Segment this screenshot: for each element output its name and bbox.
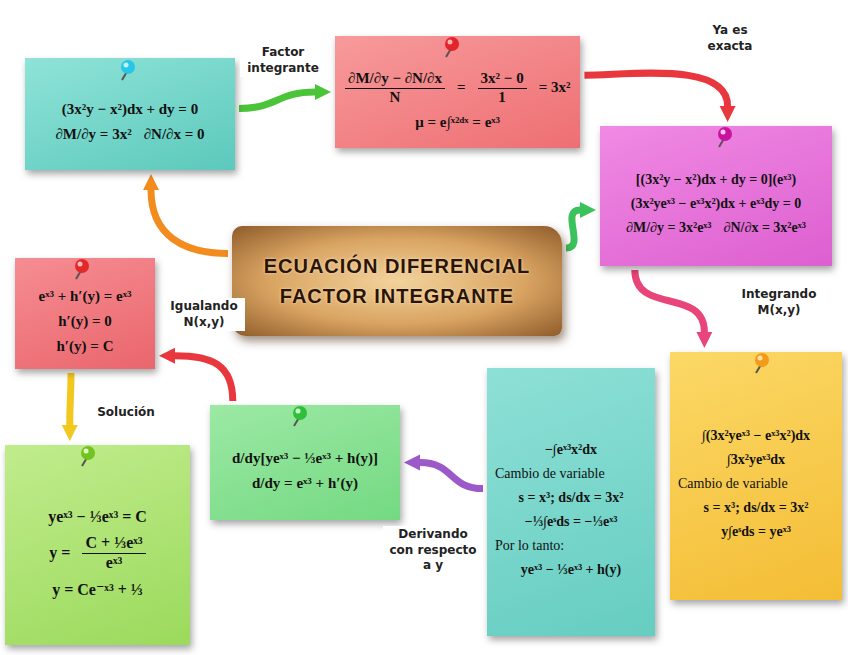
formula-text: μ = e∫ˣ²ᵈˣ = eˣ³	[415, 114, 500, 131]
text-row: s = x³; ds/dx = 3x²	[495, 490, 647, 506]
text-row: −∫eˣ³x²dx	[495, 442, 647, 458]
formula-text: ∂N/∂x = 3x²eˣ³	[724, 220, 806, 236]
text-row: μ = e∫ˣ²ᵈˣ = eˣ³	[345, 114, 570, 131]
formula-text: ∂M/∂y − ∂N/∂x	[345, 70, 445, 89]
flow-arrow	[175, 356, 233, 401]
push-pin	[445, 37, 459, 57]
formula-text: d/dy = eˣ³ + h′(y)	[252, 475, 358, 492]
text-row: (3x²y − x²)dx + dy = 0	[35, 101, 225, 118]
text-row: Por lo tanto:	[495, 538, 647, 554]
arrow-label: Ya es exacta	[690, 22, 770, 55]
text-row: Cambio de variable	[495, 466, 647, 482]
text-row: eˣ³ + h′(y) = eˣ³	[25, 288, 145, 305]
formula-text: s = x³; ds/dx = 3x²	[519, 490, 624, 506]
text-row: ∂M/∂y = 3x²eˣ³ ∂N/∂x = 3x²eˣ³	[610, 220, 822, 236]
flow-arrow	[151, 190, 228, 254]
fraction: C + ⅓eˣ³eˣ³	[82, 534, 145, 572]
arrow-label: Igualando N(x,y)	[163, 298, 245, 331]
text-row: ∫3x²yeˣ³dx	[678, 452, 834, 468]
text-row: Cambio de variable	[678, 476, 834, 492]
text-row: yeˣ³ − ⅓eˣ³ + h(y)	[495, 562, 647, 578]
text-row: d/dy[yeˣ³ − ⅓eˣ³ + h(y)]	[220, 450, 390, 467]
flow-arrow	[70, 373, 71, 425]
sticky-note: yeˣ³ − ⅓eˣ³ = C y = C + ⅓eˣ³eˣ³ y = Ce⁻ˣ³ +…	[5, 445, 190, 645]
fraction: ∂M/∂y − ∂N/∂xN	[345, 70, 445, 106]
flow-arrow	[239, 92, 315, 108]
formula-text: h′(y) = C	[57, 338, 114, 355]
sticky-note: d/dy[yeˣ³ − ⅓eˣ³ + h(y)] d/dy = eˣ³ + h′(…	[210, 405, 400, 520]
sticky-note: eˣ³ + h′(y) = eˣ³ h′(y) = 0 h′(y) = C	[15, 258, 155, 369]
arrow-label: Factor integrante	[240, 44, 326, 77]
arrow-label: Integrando M(x,y)	[724, 286, 834, 319]
formula-text: ∫3x²yeˣ³dx	[727, 452, 785, 468]
push-pin	[755, 353, 769, 373]
text-row: −⅓∫eˢds = −⅓eˣ³	[495, 514, 647, 530]
formula-text: ∂N/∂x = 0	[144, 126, 205, 143]
fraction: 3x² − 01	[478, 70, 527, 106]
push-pin	[718, 127, 732, 147]
arrow-label: Derivando con respecto a y	[383, 526, 483, 575]
formula-text: y = Ce⁻ˣ³ + ⅓	[52, 580, 143, 599]
formula-text: yeˣ³ − ⅓eˣ³ + h(y)	[521, 562, 621, 578]
text-row: y∫eˢds = yeˣ³	[678, 524, 834, 540]
text-row: yeˣ³ − ⅓eˣ³ = C	[15, 508, 180, 526]
text-row: h′(y) = C	[25, 338, 145, 355]
push-pin	[81, 446, 95, 466]
text-row: ∫(3x²yeˣ³ − eˣ³x²)dx	[678, 428, 834, 444]
formula-text: h′(y) = 0	[58, 313, 112, 330]
formula-text: N	[390, 89, 401, 106]
flow-arrow	[584, 73, 727, 106]
sticky-note: [(3x²y − x²)dx + dy = 0](eˣ³) (3x²yeˣ³ − …	[600, 126, 832, 266]
formula-text: eˣ³ + h′(y) = eˣ³	[38, 288, 131, 305]
formula-text: ∫(3x²yeˣ³ − eˣ³x²)dx	[702, 428, 810, 444]
paper-note: −∫eˣ³x²dxCambio de variable s = x³; ds/dx…	[487, 368, 655, 636]
arrow-label: Solución	[86, 404, 166, 422]
text-row: ECUACIÓN DIFERENCIAL FACTOR INTEGRANTE	[246, 251, 548, 311]
text-row: h′(y) = 0	[25, 313, 145, 330]
formula-text: −∫eˣ³x²dx	[545, 442, 597, 458]
formula-text: y∫eˢds = yeˣ³	[721, 524, 791, 540]
formula-text: 1	[498, 89, 506, 106]
formula-text: C + ⅓eˣ³	[82, 534, 145, 554]
note-text: Cambio de variable	[678, 476, 788, 492]
note-text: Cambio de variable	[495, 466, 605, 482]
formula-text: =	[457, 79, 466, 96]
title-text: ECUACIÓN DIFERENCIAL FACTOR INTEGRANTE	[246, 251, 548, 311]
text-row: (3x²yeˣ³ − eˣ³x²)dx + eˣ³dy = 0	[610, 196, 822, 212]
flow-arrow	[635, 270, 705, 332]
flow-arrow	[420, 463, 483, 489]
formula-text: yeˣ³ − ⅓eˣ³ = C	[48, 508, 147, 526]
text-row: y = C + ⅓eˣ³eˣ³	[15, 534, 180, 572]
formula-text: 3x² − 0	[478, 70, 527, 89]
formula-text: [(3x²y − x²)dx + dy = 0](eˣ³)	[636, 172, 796, 188]
formula-text: −⅓∫eˢds = −⅓eˣ³	[525, 514, 618, 530]
formula-text: = 3x²	[539, 79, 571, 96]
push-pin	[121, 60, 135, 80]
sticky-note: (3x²y − x²)dx + dy = 0 ∂M/∂y = 3x² ∂N/∂x =…	[25, 58, 235, 170]
formula-text: ∂M/∂y = 3x²eˣ³	[626, 220, 712, 236]
text-row: y = Ce⁻ˣ³ + ⅓	[15, 580, 180, 599]
formula-text: s = x³; ds/dx = 3x²	[704, 500, 809, 516]
push-pin	[293, 406, 307, 426]
sticky-note: ∂M/∂y − ∂N/∂xN = 3x² − 01 = 3x² μ = e∫ˣ²ᵈˣ =…	[335, 36, 580, 148]
push-pin	[75, 259, 89, 279]
text-row: d/dy = eˣ³ + h′(y)	[220, 475, 390, 492]
formula-text: (3x²yeˣ³ − eˣ³x²)dx + eˣ³dy = 0	[631, 196, 801, 212]
title-banner: ECUACIÓN DIFERENCIAL FACTOR INTEGRANTE	[232, 226, 562, 336]
flow-arrow	[566, 210, 580, 248]
text-row: ∂M/∂y − ∂N/∂xN = 3x² − 01 = 3x²	[345, 70, 570, 106]
formula-text: d/dy[yeˣ³ − ⅓eˣ³ + h(y)]	[232, 450, 378, 467]
note-text: Por lo tanto:	[495, 538, 564, 554]
formula-text: eˣ³	[106, 554, 122, 572]
sticky-note: ∫(3x²yeˣ³ − eˣ³x²)dx ∫3x²yeˣ³dxCambio de …	[670, 352, 842, 600]
formula-text: y =	[49, 544, 70, 562]
text-row: s = x³; ds/dx = 3x²	[678, 500, 834, 516]
formula-text: ∂M/∂y = 3x²	[55, 126, 131, 143]
formula-text: (3x²y − x²)dx + dy = 0	[62, 101, 198, 118]
text-row: [(3x²y − x²)dx + dy = 0](eˣ³)	[610, 172, 822, 188]
text-row: ∂M/∂y = 3x² ∂N/∂x = 0	[35, 126, 225, 143]
